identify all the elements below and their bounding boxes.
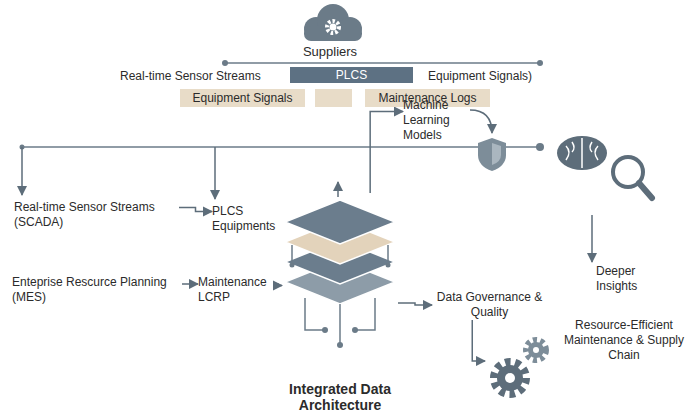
source-text: Real-time Sensor Streams (SCADA) bbox=[14, 200, 179, 230]
circuit-dots bbox=[290, 263, 391, 349]
leader-arrow bbox=[337, 182, 339, 197]
leader-arrow bbox=[21, 147, 23, 195]
gear-hub bbox=[533, 347, 539, 353]
process-text: Data Governance & Quality bbox=[432, 290, 547, 320]
gear-icon bbox=[327, 21, 339, 33]
circuit-dot bbox=[322, 327, 328, 333]
circuit-line bbox=[339, 304, 341, 345]
stack-layer bbox=[285, 200, 395, 244]
node-text: Real-time Sensor Streams (SCADA) bbox=[14, 200, 179, 230]
layer-stack-icon bbox=[285, 200, 395, 304]
magnifier-handle bbox=[639, 183, 652, 198]
flow-arrow bbox=[182, 283, 198, 285]
node-text: Suppliers bbox=[303, 44, 357, 60]
node-text: Enteprise Rescurce Planning (MES) bbox=[12, 275, 182, 305]
source-text: Maintenance LCRP bbox=[198, 275, 274, 305]
brain-fold bbox=[566, 138, 598, 168]
free-label: Equipment Signals) bbox=[428, 69, 532, 84]
magnifier-icon bbox=[613, 157, 652, 198]
flow-arrow bbox=[398, 303, 432, 305]
flow-arrow bbox=[370, 112, 403, 194]
free-label-box: Real-time Sensor Streams bbox=[120, 69, 261, 84]
empty-tag bbox=[315, 89, 352, 107]
gear-hub bbox=[330, 24, 337, 31]
gear-hub bbox=[505, 373, 515, 383]
node-text: Data Governance & Quality bbox=[432, 290, 547, 320]
insight-node: Deeper Insights bbox=[548, 130, 678, 298]
node-text: PLCS Equipments bbox=[212, 204, 288, 234]
brain-icon bbox=[557, 136, 607, 170]
circuit-line bbox=[305, 298, 325, 330]
flow-arrow bbox=[472, 320, 485, 361]
circuit-dot bbox=[352, 327, 358, 333]
free-label-box: Equipment Signals) bbox=[428, 69, 532, 84]
circuit-dot bbox=[386, 263, 391, 268]
source-bar: PLCS bbox=[290, 67, 413, 83]
brain-shape bbox=[557, 136, 607, 170]
flow-arrow bbox=[179, 208, 212, 212]
shield-highlight bbox=[492, 143, 501, 165]
node-text: Equipment Signals bbox=[186, 89, 299, 107]
circuit-dot bbox=[337, 342, 343, 348]
gear-body bbox=[497, 365, 523, 391]
cloud-icon bbox=[304, 4, 362, 41]
bus-dot bbox=[536, 143, 544, 151]
process-text: Machine Learning Models bbox=[403, 98, 473, 143]
shield-icon bbox=[478, 138, 506, 171]
node-text: PLCS bbox=[296, 67, 407, 83]
free-label: Real-time Sensor Streams bbox=[120, 69, 261, 84]
bus-dot bbox=[222, 60, 228, 66]
gears-icon bbox=[494, 340, 546, 394]
circuit-dot bbox=[290, 263, 295, 268]
node-text: Integrated Data Architecture bbox=[265, 381, 415, 413]
leader-arrow bbox=[591, 215, 593, 262]
circuit-line bbox=[387, 245, 389, 262]
node-text: Deeper Insights bbox=[596, 264, 660, 294]
leader-arrow bbox=[470, 110, 492, 133]
node-text: Machine Learning Models bbox=[403, 98, 473, 143]
source-text: Enteprise Rescurce Planning (MES) bbox=[12, 275, 182, 305]
architecture-node: Integrated Data Architecture bbox=[282, 193, 398, 413]
gear-teeth bbox=[526, 340, 546, 360]
circuit-line bbox=[291, 245, 293, 262]
leader-arrow bbox=[214, 147, 216, 199]
node-text: Resource-Efficient Maintenance & Supply … bbox=[563, 318, 685, 363]
bus-line bbox=[225, 62, 540, 64]
flow-arrow bbox=[274, 284, 282, 285]
bus-line bbox=[22, 146, 540, 148]
outcome-node: Resource-Efficient Maintenance & Supply … bbox=[485, 318, 685, 404]
gear-teeth bbox=[494, 362, 526, 394]
source-tag: Equipment Signals bbox=[180, 89, 305, 107]
gear-body bbox=[528, 342, 544, 358]
bus-dot bbox=[537, 60, 543, 66]
cloud-node: Suppliers bbox=[286, 2, 374, 60]
circuit-line bbox=[355, 298, 375, 330]
node-text: Maintenance LCRP bbox=[198, 275, 274, 305]
source-text: PLCS Equipments bbox=[212, 204, 288, 234]
circuit-lines bbox=[292, 245, 388, 345]
